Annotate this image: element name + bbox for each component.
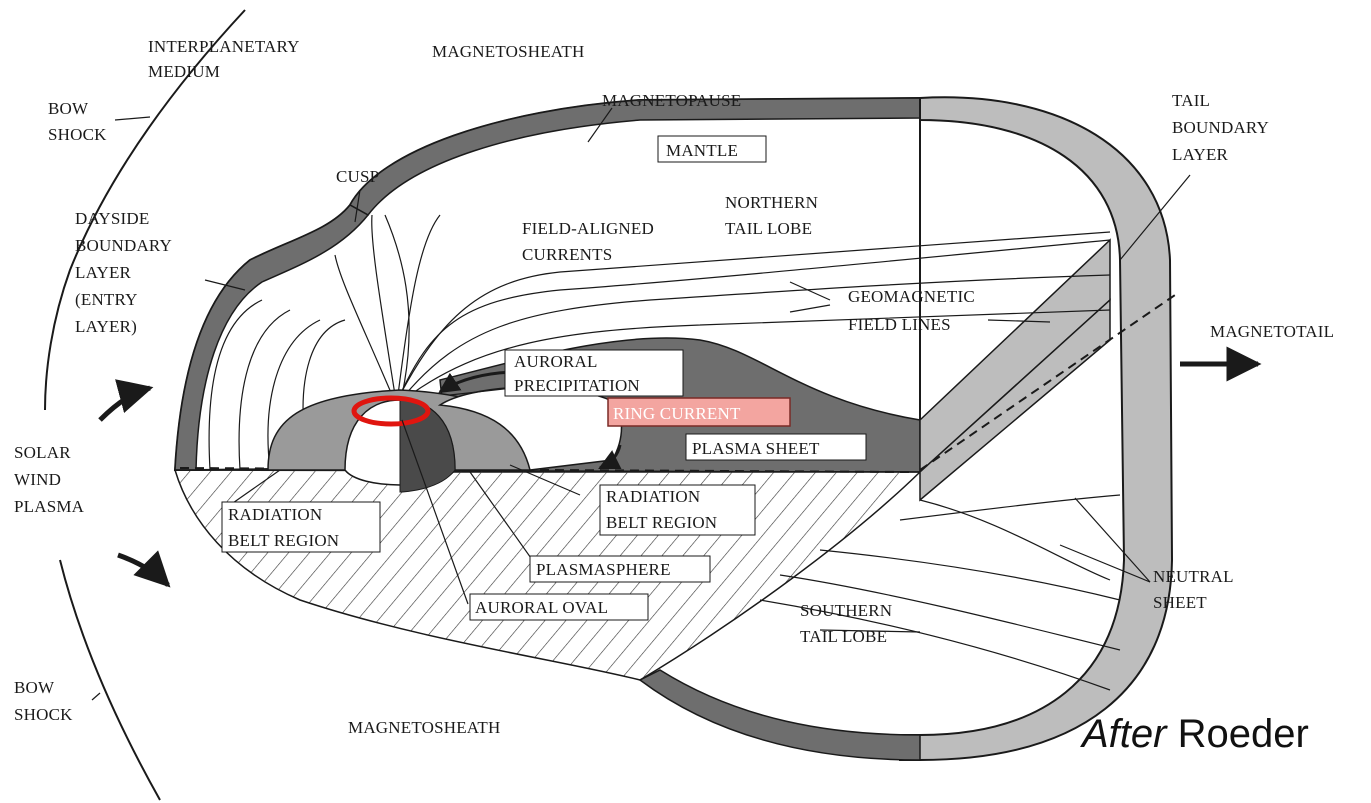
solar-wind-arrow-top [100,388,150,420]
label-plasma-sheet: PLASMA SHEET [692,439,820,458]
label-magnetopause: MAGNETOPAUSE [602,91,741,110]
label-magnetosheath-top: MAGNETOSHEATH [432,42,584,61]
label-plasmasphere: PLASMASPHERE [536,560,671,579]
label-cusp: CUSP [336,167,379,186]
solar-wind-arrow-bottom [118,555,168,585]
bow-shock-curve-bottom [60,560,160,800]
label-magnetotail: MAGNETOTAIL [1210,322,1334,341]
label-magnetosheath-bottom: MAGNETOSHEATH [348,718,500,737]
label-auroral-oval: AURORAL OVAL [475,598,608,617]
label-bow-shock-top: BOW SHOCK [48,99,107,144]
label-dayside-boundary-layer: DAYSIDE BOUNDARY LAYER (ENTRY LAYER) [75,209,176,336]
tail-lower-shell [640,670,920,760]
figure-credit: After Roeder [1082,712,1309,757]
credit-name: Roeder [1178,712,1309,756]
label-bow-shock-bottom: BOW SHOCK [14,678,73,724]
label-solar-wind-plasma: SOLAR WIND PLASMA [14,443,85,516]
credit-prefix: After [1082,712,1166,756]
label-tail-boundary-layer: TAIL BOUNDARY LAYER [1172,91,1273,164]
label-mantle: MANTLE [666,141,738,160]
label-ring-current: RING CURRENT [613,404,741,423]
label-interplanetary-medium: INTERPLANETARY MEDIUM [148,37,303,81]
